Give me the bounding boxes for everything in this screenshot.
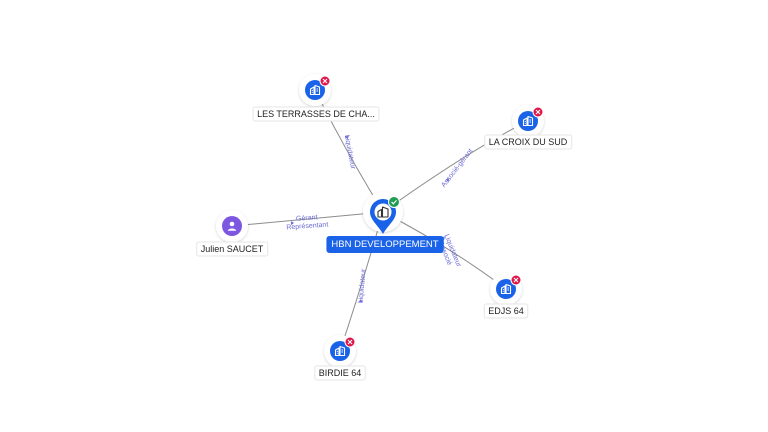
edge-birdie[interactable]: Liquidateur bbox=[339, 211, 384, 352]
center-node[interactable]: HBN DEVELOPPEMENT bbox=[326, 192, 444, 253]
closed-badge-icon bbox=[510, 274, 522, 286]
edge-label: Gérant bbox=[296, 214, 318, 222]
node-label: Julien SAUCET bbox=[196, 241, 269, 257]
node-edjs[interactable]: EDJS 64 bbox=[483, 273, 529, 319]
center-label: HBN DEVELOPPEMENT bbox=[326, 236, 444, 253]
node-label: EDJS 64 bbox=[483, 303, 529, 319]
edge-arrow-icon bbox=[445, 178, 449, 182]
node-label-text: BIRDIE 64 bbox=[319, 368, 362, 378]
closed-badge-icon bbox=[344, 336, 356, 348]
node-croix[interactable]: LA CROIX DU SUD bbox=[484, 105, 573, 150]
node-birdie[interactable]: BIRDIE 64 bbox=[314, 335, 366, 381]
building-icon bbox=[377, 206, 389, 218]
nodes-layer: LES TERRASSES DE CHA... LA CROIX DU SUD ED… bbox=[196, 74, 573, 381]
active-badge-icon bbox=[388, 196, 400, 208]
node-label-text: LA CROIX DU SUD bbox=[489, 137, 568, 147]
edge-arrow-icon bbox=[290, 221, 295, 226]
node-label: BIRDIE 64 bbox=[314, 365, 366, 381]
node-julien[interactable]: Julien SAUCET bbox=[196, 210, 269, 257]
center-label-text: HBN DEVELOPPEMENT bbox=[331, 239, 438, 250]
edge-arrow-icon bbox=[344, 135, 349, 140]
edge-label: Liquidateur bbox=[358, 268, 368, 304]
edge-line bbox=[382, 120, 529, 213]
edge-arrow-icon bbox=[358, 298, 363, 303]
edge-label: Liquidateur bbox=[343, 134, 357, 170]
node-label: LA CROIX DU SUD bbox=[484, 134, 573, 150]
edge-label: Associé-gérant bbox=[440, 148, 474, 189]
node-label-text: EDJS 64 bbox=[488, 306, 524, 316]
node-label-text: LES TERRASSES DE CHA... bbox=[257, 109, 375, 119]
closed-badge-icon bbox=[319, 75, 331, 87]
edge-label: Représentant bbox=[286, 222, 328, 232]
closed-badge-icon bbox=[532, 106, 544, 118]
node-label: LES TERRASSES DE CHA... bbox=[252, 106, 380, 122]
node-label-text: Julien SAUCET bbox=[201, 244, 264, 254]
node-terrasses[interactable]: LES TERRASSES DE CHA... bbox=[252, 74, 380, 122]
